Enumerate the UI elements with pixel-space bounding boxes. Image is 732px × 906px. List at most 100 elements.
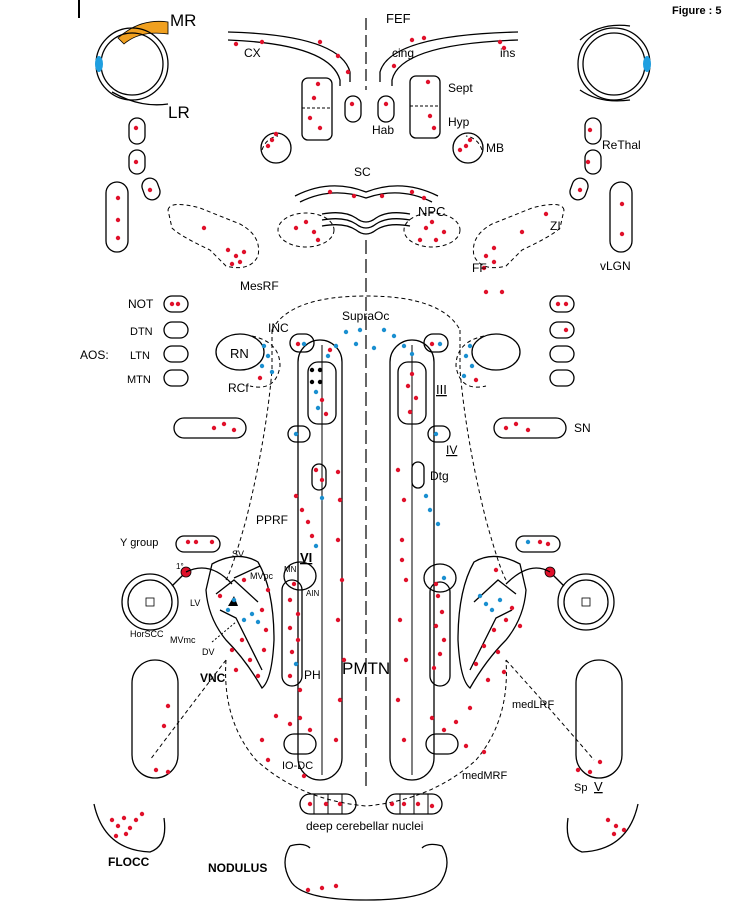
neuron-dot [439, 609, 445, 615]
label-PH: PH [304, 668, 321, 682]
neuron-dot [397, 617, 403, 623]
neuron-dot [287, 625, 293, 631]
neuron-dot [381, 327, 387, 333]
neuron-dot [585, 159, 591, 165]
neuron-dot [349, 101, 355, 107]
neuron-dot [335, 469, 341, 475]
neuron-dot [575, 767, 581, 773]
right-eye [577, 24, 651, 102]
neuron-dot [307, 727, 313, 733]
label-LTN: LTN [130, 350, 150, 362]
neuron-dot [257, 375, 263, 381]
mammillary-left [260, 132, 292, 164]
neuron-dot [467, 705, 473, 711]
neuron-dot [427, 113, 433, 119]
neuron-dot [433, 237, 439, 243]
habenula-left [344, 95, 362, 123]
neuron-dot [497, 597, 503, 603]
neuron-dot [319, 885, 325, 891]
neuron-dot [341, 657, 347, 663]
neuron-dot [371, 345, 377, 351]
pmtn-column-right [389, 339, 435, 781]
neuron-dot [483, 253, 489, 259]
neuron-dot [399, 537, 405, 543]
neuron-dot [437, 651, 443, 657]
neuron-dot [225, 607, 231, 613]
neuron-dot [133, 159, 139, 165]
neuron-dot [357, 327, 363, 333]
label-DV: DV [202, 647, 215, 657]
neuron-dot [301, 773, 307, 779]
neuron-dot [217, 593, 223, 599]
neuron-dot [467, 343, 473, 349]
neuron-dot [123, 831, 129, 837]
neuron-dot [473, 377, 479, 383]
neuron-dot [463, 143, 469, 149]
neuron-dot [333, 883, 339, 889]
label-VNC: VNC [200, 671, 226, 685]
neuron-dot [325, 353, 331, 359]
neuron-dot [327, 189, 333, 195]
abducens-nucleus [283, 561, 317, 591]
neuron-dot [427, 507, 433, 513]
neuron-dot [403, 657, 409, 663]
cortex-left-arc [227, 31, 351, 82]
medial-rectus-muscle [117, 20, 169, 45]
neuron-dot [115, 235, 121, 241]
neuron-dot [229, 261, 235, 267]
neuron-dot [469, 363, 475, 369]
label-SV: SV [232, 549, 244, 559]
neuron-dot [303, 219, 309, 225]
neuron-dot [391, 63, 397, 69]
neuron-dot [335, 53, 341, 59]
neuron-dot [337, 497, 343, 503]
neuron-dot [225, 247, 231, 253]
label-DTN: DTN [130, 326, 153, 338]
neuron-dot [491, 627, 497, 633]
label-MTN: MTN [127, 374, 151, 386]
label-SpV: Sp [574, 782, 587, 794]
neuron-dot [261, 343, 267, 349]
neuron-dot [265, 757, 271, 763]
neuron-dot [423, 493, 429, 499]
neuron-dot [273, 713, 279, 719]
label-vLGN: vLGN [600, 259, 631, 273]
label-FF: FF [472, 261, 487, 275]
neuron-dot [441, 229, 447, 235]
neuron-dot [605, 817, 611, 823]
substantia-nigra-left [173, 417, 247, 439]
neuron-dot [417, 237, 423, 243]
neuron-dot [401, 343, 407, 349]
neuron-dot [297, 715, 303, 721]
neuron-dot [597, 759, 603, 765]
neuron-dot [483, 289, 489, 295]
neuron-dot [333, 343, 339, 349]
neuron-dot [237, 259, 243, 265]
neuron-dot [421, 195, 427, 201]
horizontal-semicircular-canal-right [557, 573, 615, 631]
neuron-dot [185, 539, 191, 545]
label-deep-cerebellar-nuclei: deep cerebellar nuclei [306, 819, 423, 833]
neuron-dot [259, 363, 265, 369]
neuron-dot [289, 649, 295, 655]
neuron-dot [503, 425, 509, 431]
neuron-dot [309, 367, 315, 373]
label-RN: RN [230, 346, 249, 361]
neuron-dot [269, 137, 275, 143]
label-NOT: NOT [128, 297, 154, 311]
superior-colliculus [294, 185, 439, 197]
neuron-dot [299, 507, 305, 513]
neuron-dot [481, 749, 487, 755]
neuron-dot [413, 395, 419, 401]
label-MVmc: MVmc [170, 635, 196, 645]
neuron-dot [379, 193, 385, 199]
neuron-dot [621, 827, 627, 833]
io-dc-left [283, 733, 317, 755]
neuron-dot [287, 673, 293, 679]
neuron-dot [211, 425, 217, 431]
neuron-dot [193, 539, 199, 545]
neuron-dot [317, 125, 323, 131]
neuron-dot [463, 353, 469, 359]
pmtn-column-left [297, 339, 343, 781]
neuron-dot [309, 379, 315, 385]
